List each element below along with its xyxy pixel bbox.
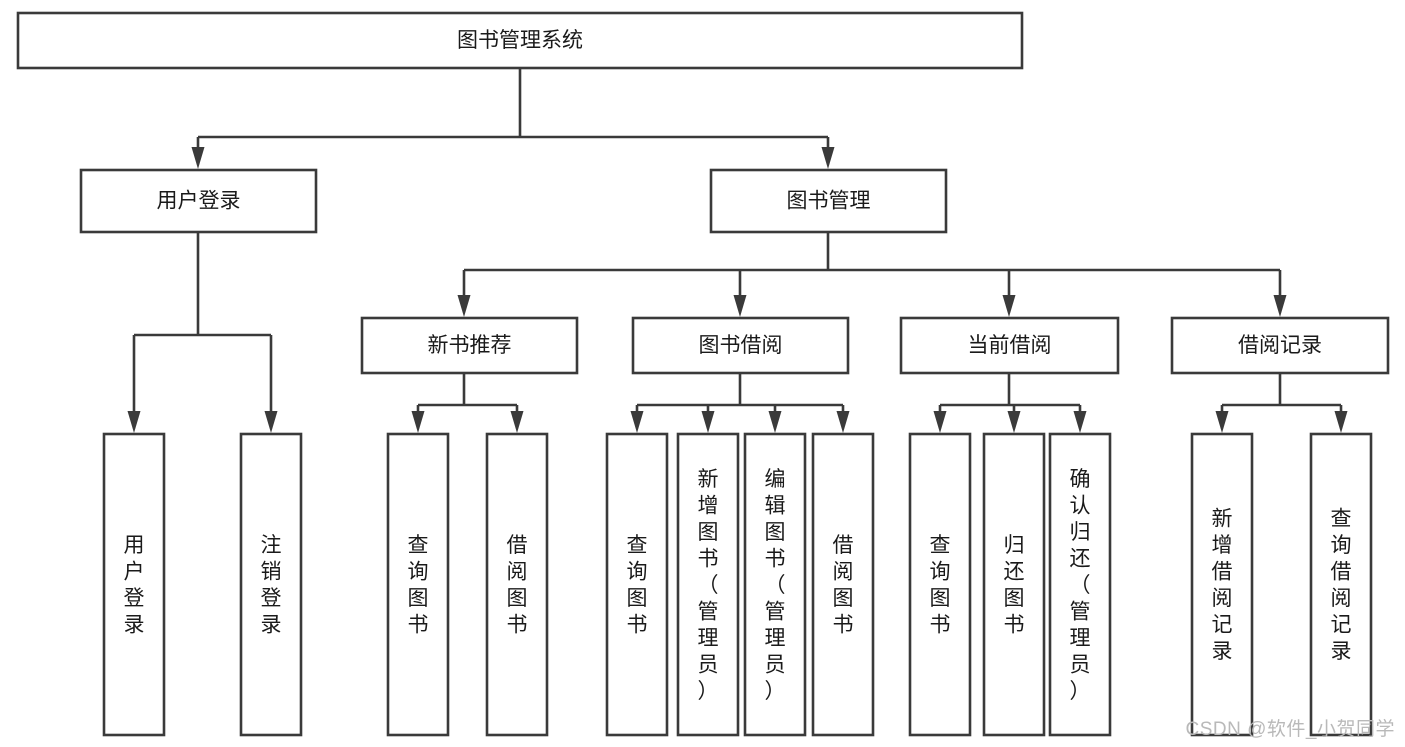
node-box-leaf-add-borrow-record [1190,432,1254,737]
arrow-head-icon [1273,295,1287,317]
node-box-leaf-borrow-book-recommend [485,432,549,737]
arrow-head-icon [411,411,425,433]
node-box-leaf-query-book-current [908,432,972,737]
node-root[interactable]: 图书管理系统 [16,11,1024,70]
arrow-head-icon [821,147,835,169]
node-label-new-book-recommend: 新书推荐 [428,334,512,357]
arrow-head-icon [836,411,850,433]
node-label-leaf-add-book: 新增图书（管理员） [698,468,719,703]
node-leaf-borrow-book[interactable]: 借阅图书 [811,432,875,737]
node-box-leaf-edit-book [743,432,807,737]
node-box-leaf-confirm-return [1048,432,1112,737]
arrow-head-icon [1007,411,1021,433]
node-label-book-borrow: 图书借阅 [699,334,783,357]
node-box-borrow-record [1170,316,1390,375]
node-label-leaf-return-book: 归还图书 [1004,534,1025,637]
connector-group-borrow-record-to-leaves [1215,373,1348,433]
node-leaf-return-book[interactable]: 归还图书 [982,432,1046,737]
arrow-head-icon [933,411,947,433]
node-box-current-borrow [899,316,1120,375]
node-label-current-borrow: 当前借阅 [968,334,1052,357]
node-leaf-add-borrow-record[interactable]: 新增借阅记录 [1190,432,1254,737]
node-box-leaf-query-book-borrow [605,432,669,737]
arrow-head-icon [510,411,524,433]
node-label-user-login: 用户登录 [157,190,241,213]
node-book-manage[interactable]: 图书管理 [709,168,948,234]
node-leaf-logout[interactable]: 注销登录 [239,432,303,737]
node-box-new-book-recommend [360,316,579,375]
node-leaf-edit-book[interactable]: 编辑图书（管理员） [743,432,807,737]
connector-group-user-login-to-leaves [127,232,278,433]
node-label-leaf-borrow-book-recommend: 借阅图书 [507,534,528,637]
node-label-borrow-record: 借阅记录 [1238,334,1322,357]
node-label-leaf-logout: 注销登录 [261,534,282,637]
node-box-leaf-logout [239,432,303,737]
node-label-root: 图书管理系统 [457,29,583,52]
node-leaf-query-book-current[interactable]: 查询图书 [908,432,972,737]
node-book-borrow[interactable]: 图书借阅 [631,316,850,375]
node-label-leaf-user-login: 用户登录 [124,534,145,637]
node-label-book-manage: 图书管理 [787,190,871,213]
connector-group-book-manage-to-level3 [457,232,1287,317]
connectors-layer [127,68,1348,433]
node-leaf-query-book-borrow[interactable]: 查询图书 [605,432,669,737]
arrow-head-icon [630,411,644,433]
connector-group-new-book-recommend-to-leaves [411,373,524,433]
node-label-leaf-query-book-current: 查询图书 [930,534,951,637]
arrow-head-icon [1215,411,1229,433]
node-box-book-manage [709,168,948,234]
node-leaf-query-book-recommend[interactable]: 查询图书 [386,432,450,737]
node-label-leaf-edit-book: 编辑图书（管理员） [765,468,786,703]
connector-group-root-to-level2 [191,68,835,169]
arrow-head-icon [191,147,205,169]
node-label-leaf-query-book-recommend: 查询图书 [408,534,429,637]
node-box-leaf-add-book [676,432,740,737]
arrow-head-icon [701,411,715,433]
node-label-leaf-query-borrow-record: 查询借阅记录 [1331,508,1352,664]
node-leaf-confirm-return[interactable]: 确认归还（管理员） [1048,432,1112,737]
node-box-book-borrow [631,316,850,375]
node-leaf-add-book[interactable]: 新增图书（管理员） [676,432,740,737]
arrow-head-icon [1002,295,1016,317]
node-box-user-login [79,168,318,234]
arrow-head-icon [264,411,278,433]
connector-group-book-borrow-to-leaves [630,373,850,433]
node-box-leaf-query-book-recommend [386,432,450,737]
nodes-layer: 图书管理系统用户登录图书管理新书推荐图书借阅当前借阅借阅记录用户登录注销登录查询… [16,11,1390,737]
node-label-leaf-query-book-borrow: 查询图书 [627,534,648,637]
node-box-root [16,11,1024,70]
node-borrow-record[interactable]: 借阅记录 [1170,316,1390,375]
node-box-leaf-user-login [102,432,166,737]
arrow-head-icon [768,411,782,433]
node-label-leaf-borrow-book: 借阅图书 [833,534,854,637]
arrow-head-icon [733,295,747,317]
node-leaf-user-login[interactable]: 用户登录 [102,432,166,737]
node-leaf-query-borrow-record[interactable]: 查询借阅记录 [1309,432,1373,737]
node-box-leaf-query-borrow-record [1309,432,1373,737]
node-new-book-recommend[interactable]: 新书推荐 [360,316,579,375]
connector-group-current-borrow-to-leaves [933,373,1087,433]
node-user-login[interactable]: 用户登录 [79,168,318,234]
arrow-head-icon [457,295,471,317]
node-box-leaf-return-book [982,432,1046,737]
node-label-leaf-confirm-return: 确认归还（管理员） [1070,468,1091,703]
arrow-head-icon [1073,411,1087,433]
node-current-borrow[interactable]: 当前借阅 [899,316,1120,375]
node-leaf-borrow-book-recommend[interactable]: 借阅图书 [485,432,549,737]
arrow-head-icon [1334,411,1348,433]
arrow-head-icon [127,411,141,433]
node-label-leaf-add-borrow-record: 新增借阅记录 [1212,508,1233,664]
node-box-leaf-borrow-book [811,432,875,737]
